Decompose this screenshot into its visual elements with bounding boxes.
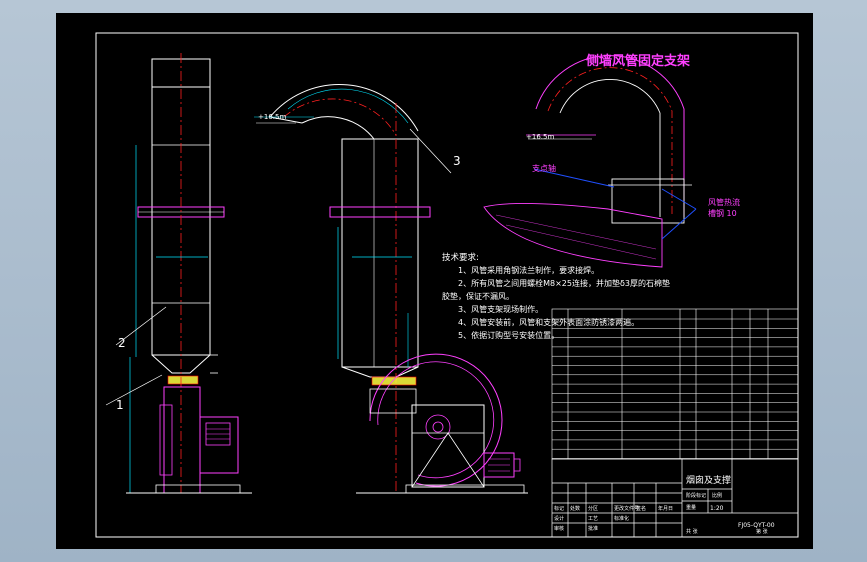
drawing-sheet: 1 2 3	[56, 13, 813, 549]
title-block-label: 共 张	[686, 528, 698, 535]
callout-leaders	[105, 128, 452, 406]
drawing-number: FJ05-QYT-00	[738, 522, 775, 529]
title-block-label: 阶段标记	[686, 492, 706, 499]
bracket-annotation-1: 风管热流	[708, 197, 740, 207]
tech-requirements: 技术要求: 1、风管采用角钢法兰制作，要求接焊。 2、所有风管之间用螺栓M8×2…	[442, 252, 670, 340]
tech-item-5: 5、依据订购型号安装位置。	[458, 330, 559, 340]
title-block-labels: 标记处数 分区 更改文件号签名 年月日设计审核 工艺批准 标准化 阶段标记重量 比例共 张 第 …	[554, 492, 768, 535]
elbow-stack	[254, 84, 528, 494]
callout-3: 3	[453, 154, 461, 168]
elevation-label-mid: +16.5m	[258, 113, 286, 121]
title-block-label: 审核	[554, 525, 564, 532]
pivot-annotation: 支点轴	[532, 163, 556, 173]
title-block-label: 设计	[554, 515, 564, 522]
support-detail	[483, 55, 697, 268]
title-block-header-cell: 处数	[570, 505, 580, 512]
title-block-header-cell: 签名	[636, 505, 646, 512]
title-block-header-cell: 年月日	[658, 505, 673, 512]
elevation-label-detail: +16.5m	[526, 133, 554, 141]
drawing-scale: 1:20	[710, 505, 724, 512]
title-block-label: 工艺	[588, 516, 598, 522]
title-block-label: 标准化	[614, 515, 629, 522]
title-block-label: 重量	[686, 504, 696, 511]
title-block-label: 比例	[712, 492, 722, 499]
inner-frame	[95, 32, 799, 538]
callout-1: 1	[116, 398, 124, 412]
title-block-label: 批准	[588, 525, 598, 532]
left-stack	[126, 53, 252, 494]
tech-item-1: 1、风管采用角钢法兰制作，要求接焊。	[458, 265, 599, 275]
title-block-header-cell: 标记	[554, 505, 564, 512]
tech-item-4: 4、风管安装前，风管和支架外表面涂防锈漆两遍。	[458, 317, 639, 327]
title-block-label: 第 张	[756, 528, 768, 535]
bracket-annotation-2: 槽钢 10	[708, 208, 737, 218]
title-block-header-cell: 更改文件号	[614, 505, 639, 512]
parts-list	[551, 308, 799, 460]
title-block	[551, 458, 799, 538]
callout-2: 2	[118, 336, 126, 350]
tech-item-2: 2、所有风管之间用螺栓M8×25连接，并加垫δ3厚的石棉垫	[458, 278, 670, 288]
drawing-canvas: 1 2 3	[95, 32, 799, 538]
title-block-header-cell: 分区	[588, 505, 598, 512]
tech-heading: 技术要求:	[442, 252, 479, 263]
tech-item-3: 3、风管支架现场制作。	[458, 304, 543, 314]
drawing-name: 烟囱及支撑	[686, 474, 731, 486]
tech-item-2-cont: 胶垫，保证不漏风。	[442, 291, 514, 301]
